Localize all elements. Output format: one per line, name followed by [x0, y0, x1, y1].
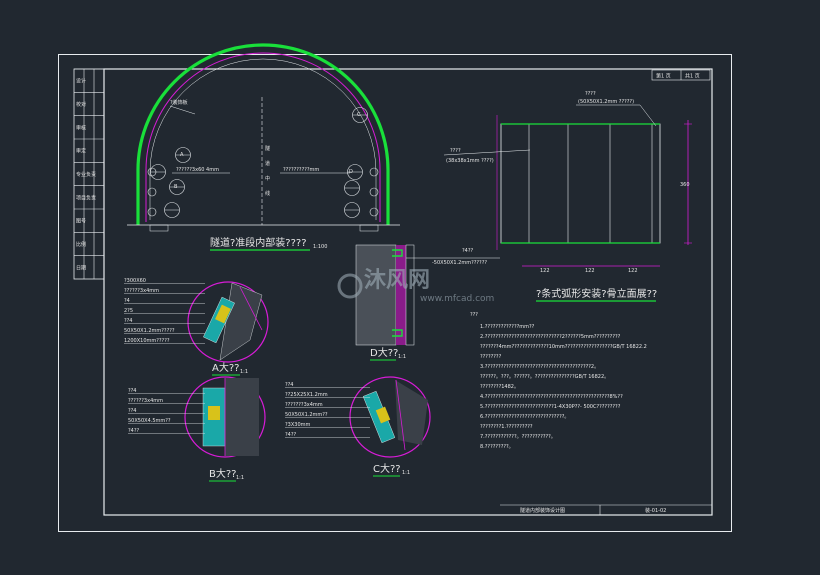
- bottom-title: 隧道内部装饰设计图: [520, 507, 565, 514]
- dim-bottom-3: 122: [628, 268, 638, 274]
- detail-label: ???????3x4mm: [285, 402, 323, 408]
- detail-label: ??4: [128, 388, 137, 394]
- detail-label: ?4??: [128, 428, 139, 434]
- detail-b-title: B大??: [209, 467, 236, 480]
- callout-letter: A: [180, 152, 184, 158]
- strip-cell: 设计: [76, 78, 86, 85]
- bottom-title-block: 隧道内部装饰设计图 装-01-02: [500, 504, 712, 515]
- strip-cell: 项目负责: [76, 194, 96, 201]
- arch-left-label: ??????3x60 4mm: [176, 167, 219, 173]
- detail-d-title: D大??: [370, 346, 398, 359]
- center-text-1: 隧: [265, 145, 270, 152]
- dim-bottom-1: 122: [540, 268, 550, 274]
- note-line: ????????1.??????????: [480, 424, 533, 430]
- strip-cell: 校对: [76, 101, 86, 108]
- tunnel-arch-section: 隧 道 中 线 ?装饰板 ??????3x60 4mm ??????????mm…: [127, 43, 400, 251]
- inner-frame: [103, 68, 713, 516]
- note-line: 3.??????????????????????????????????????…: [480, 364, 599, 370]
- center-text-4: 线: [265, 190, 270, 197]
- note-line: 6.??????????????????????????????。: [480, 414, 569, 420]
- center-text-3: 中: [265, 175, 270, 182]
- detail-label: ?4??: [285, 432, 296, 438]
- detail-a-scale: 1:1: [240, 369, 248, 375]
- elevation-title: ?条式弧形安装?骨立面展??: [536, 287, 657, 300]
- note-line: ????????1482。: [480, 384, 519, 390]
- detail-label: ??4: [128, 408, 137, 414]
- detail-c: ??4 ??25X25X1.2mm ???????3x4mm 50X50X1.2mm?…: [285, 376, 431, 477]
- detail-d-scale: 1:1: [398, 354, 406, 360]
- detail-label: ??????3x4mm: [128, 398, 163, 404]
- callout-letter: D: [349, 169, 353, 175]
- elevation-view: 360 122 122 122 ???? (50X50X1.2mm ?????)…: [443, 91, 692, 302]
- detail-label: 2?5: [124, 308, 133, 314]
- arch-outer-green: [136, 43, 390, 225]
- main-title-scale: 1:100: [313, 244, 327, 250]
- detail-d-sub: ?4??: [462, 248, 473, 254]
- design-notes: ??? 1.?????????????mm?? 2.???????????????…: [470, 312, 647, 450]
- elev-top-spec: (50X50X1.2mm ?????): [578, 99, 634, 105]
- detail-label: 50X50X1.2mm?????: [124, 328, 175, 334]
- note-line: 2.?????????????????????????????2??????5m…: [480, 334, 621, 340]
- note-line: 1.?????????????mm??: [480, 324, 535, 330]
- watermark-sub: www.mfcad.com: [420, 294, 494, 304]
- detail-d: -50X50X1.2mm?????? ?4?? D大?? 1:1: [355, 244, 500, 361]
- detail-label: ?4: [124, 298, 130, 304]
- note-line: 5.??????????????????????????1-4X30P??- 5…: [480, 404, 621, 410]
- sheet-number-box: 第1 页 共1 页: [651, 69, 711, 81]
- arch-right-label: ??????????mm: [283, 167, 319, 173]
- watermark-main: 沐风网: [364, 268, 430, 293]
- detail-c-title: C大??: [373, 462, 401, 475]
- detail-label: 50X50X4.5mm??: [128, 418, 171, 424]
- strip-cell: 比例: [76, 241, 86, 248]
- strip-cell: 审定: [76, 148, 86, 155]
- strip-cell: 专业负责: [76, 171, 96, 178]
- arch-inner-magenta: [145, 52, 381, 222]
- detail-a-title: A大??: [212, 361, 239, 374]
- main-title: 隧道?准段内部装????: [210, 236, 307, 249]
- detail-label: ??????3x4mm: [124, 288, 159, 294]
- sheet-label-2: 共1 页: [685, 73, 700, 80]
- strip-cell: 日期: [76, 265, 86, 271]
- note-line: ????????: [480, 354, 502, 360]
- arch-top-label: ?装饰板: [170, 99, 188, 106]
- detail-label: ??25X25X1.2mm: [285, 392, 328, 398]
- elev-top-note: ????: [585, 91, 596, 97]
- bottom-number: 装-01-02: [645, 507, 666, 514]
- dim-bottom-2: 122: [585, 268, 595, 274]
- dim-right: 360: [680, 182, 690, 188]
- elev-left-spec: (38x38x1mm ????): [446, 158, 494, 164]
- detail-b-scale: 1:1: [236, 475, 244, 481]
- note-line: 7.????????????。???????????。: [480, 434, 556, 440]
- detail-label: 1200X10mm?????: [124, 338, 170, 344]
- strip-cell: 图号: [76, 219, 86, 225]
- detail-d-label: -50X50X1.2mm??????: [432, 260, 487, 266]
- callout-letter: B: [174, 184, 178, 190]
- detail-label: ?300X60: [124, 278, 146, 284]
- drawing-sheet-border: [58, 54, 732, 532]
- detail-label: 50X50X1.2mm??: [285, 412, 328, 418]
- notes-head: ???: [470, 312, 478, 318]
- detail-label: ??4: [285, 382, 294, 388]
- callout-letter: C: [357, 112, 361, 118]
- note-line: ???????4mm??????????????10mm????????????…: [480, 344, 647, 350]
- watermark: 沐风网 www.mfcad.com: [337, 268, 494, 304]
- note-line: 8.?????????。: [480, 444, 514, 450]
- sheet-label-1: 第1 页: [656, 73, 671, 80]
- strip-cell: 审核: [76, 124, 86, 131]
- note-line: 4.??????????????????????????????????????…: [480, 394, 623, 400]
- detail-label: ??4: [124, 318, 133, 324]
- center-text-2: 道: [265, 160, 270, 167]
- detail-c-scale: 1:1: [402, 470, 410, 476]
- detail-a: ?300X60 ??????3x4mm ?4 2?5 ??4 50X50X1.2mm???…: [124, 278, 269, 376]
- note-line: ??????。???。??????。???????????????GB/T 16…: [480, 374, 609, 380]
- elev-left-note: ????: [450, 148, 461, 154]
- detail-label: ?3X30mm: [285, 422, 310, 428]
